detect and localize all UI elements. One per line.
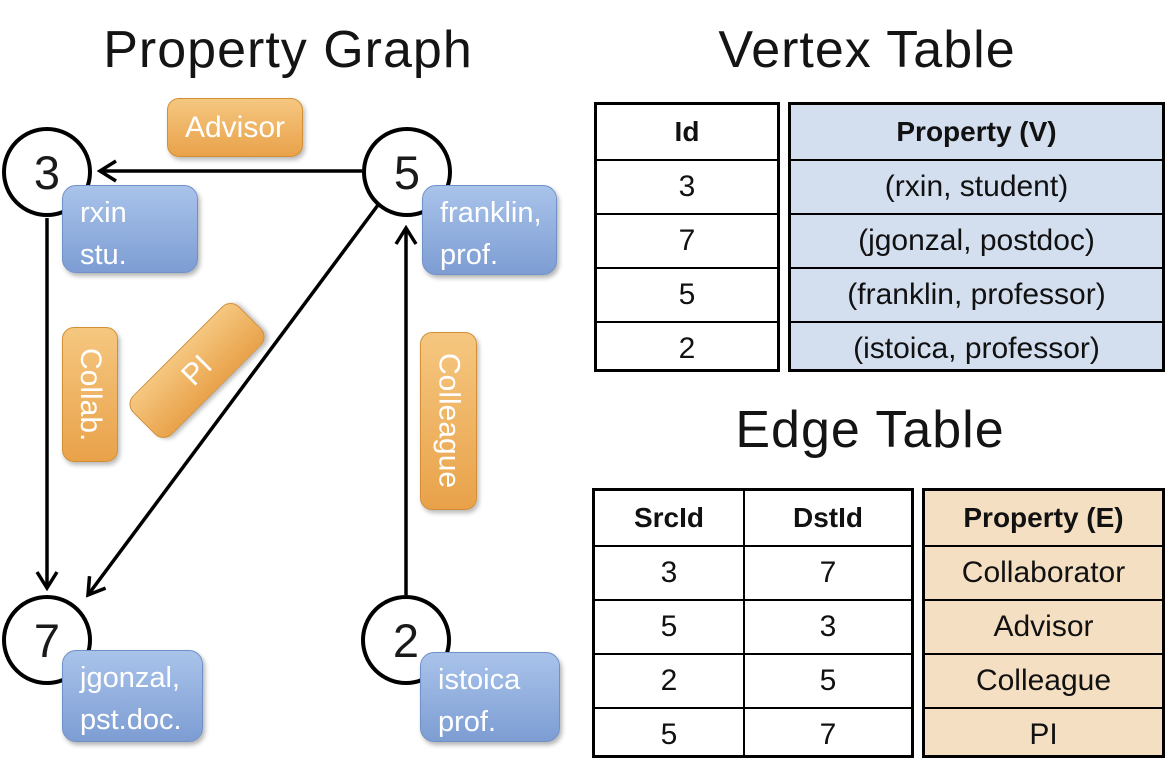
table-cell: 3 bbox=[597, 159, 777, 213]
vertex-label-line: pst.doc. bbox=[80, 704, 182, 736]
table-cell: PI bbox=[925, 707, 1162, 761]
table-cell: 3 bbox=[595, 545, 743, 599]
table-cell: Advisor bbox=[925, 599, 1162, 653]
table-cell: (jgonzal, postdoc) bbox=[791, 213, 1162, 267]
table-cell: 5 bbox=[745, 653, 911, 707]
vertex-label-line: prof. bbox=[440, 239, 499, 271]
vertex-label-jgonzal: jgonzal, pst.doc. bbox=[62, 650, 203, 742]
table-cell: 5 bbox=[595, 707, 743, 761]
edge-table-property-column: Property (E) Collaborator Advisor Collea… bbox=[922, 488, 1165, 758]
edge-table-dstid-column: DstId 7 3 5 7 bbox=[743, 491, 911, 755]
edge-label-advisor: Advisor bbox=[167, 98, 303, 157]
table-cell: 7 bbox=[597, 213, 777, 267]
graph-node-2: 2 bbox=[361, 595, 451, 685]
edge-table-id-columns: SrcId 3 5 2 5 DstId 7 3 5 7 bbox=[592, 488, 914, 758]
table-cell: (franklin, professor) bbox=[791, 267, 1162, 321]
edge-label-collab: Collab. bbox=[62, 327, 118, 462]
table-cell: 2 bbox=[597, 321, 777, 375]
edge-label-colleague: Colleague bbox=[420, 332, 477, 510]
vertex-label-line: franklin, bbox=[440, 197, 542, 229]
property-graph-title: Property Graph bbox=[103, 21, 473, 79]
table-cell: 7 bbox=[745, 545, 911, 599]
table-cell: 7 bbox=[745, 707, 911, 761]
vertex-table-id-column: Id 3 7 5 2 bbox=[594, 102, 780, 372]
edge-table-title: Edge Table bbox=[735, 401, 1005, 459]
vertex-label-line: prof. bbox=[438, 706, 497, 738]
vertex-label-line: jgonzal, bbox=[80, 662, 180, 694]
vertex-label-rxin: rxin stu. bbox=[62, 185, 198, 273]
vertex-label-franklin: franklin, prof. bbox=[422, 185, 557, 275]
vertex-table-property-column: Property (V) (rxin, student) (jgonzal, p… bbox=[788, 102, 1165, 372]
table-cell: 2 bbox=[595, 653, 743, 707]
table-cell: 5 bbox=[597, 267, 777, 321]
table-cell: (rxin, student) bbox=[791, 159, 1162, 213]
edge-table-dstid-header: DstId bbox=[793, 502, 863, 533]
vertex-label-istoica: istoica prof. bbox=[420, 652, 560, 742]
edge-table-srcid-header: SrcId bbox=[633, 502, 705, 533]
table-cell: Collaborator bbox=[925, 545, 1162, 599]
vertex-table-property-header: Property (V) bbox=[896, 116, 1057, 147]
table-cell: 5 bbox=[595, 599, 743, 653]
table-cell: 3 bbox=[745, 599, 911, 653]
vertex-label-line: stu. bbox=[80, 239, 127, 271]
edge-5-to-7 bbox=[86, 203, 380, 598]
graph-edges-canvas bbox=[35, 159, 418, 598]
vertex-label-line: istoica bbox=[438, 664, 521, 696]
vertex-table-id-header: Id bbox=[674, 116, 700, 147]
table-cell: (istoica, professor) bbox=[791, 321, 1162, 375]
edge-table-property-header: Property (E) bbox=[963, 502, 1124, 533]
vertex-table-title: Vertex Table bbox=[718, 21, 1016, 79]
edge-table-srcid-column: SrcId 3 5 2 5 bbox=[595, 491, 743, 755]
vertex-label-line: rxin bbox=[80, 197, 127, 229]
table-cell: Colleague bbox=[925, 653, 1162, 707]
graph-node-5: 5 bbox=[362, 127, 452, 217]
